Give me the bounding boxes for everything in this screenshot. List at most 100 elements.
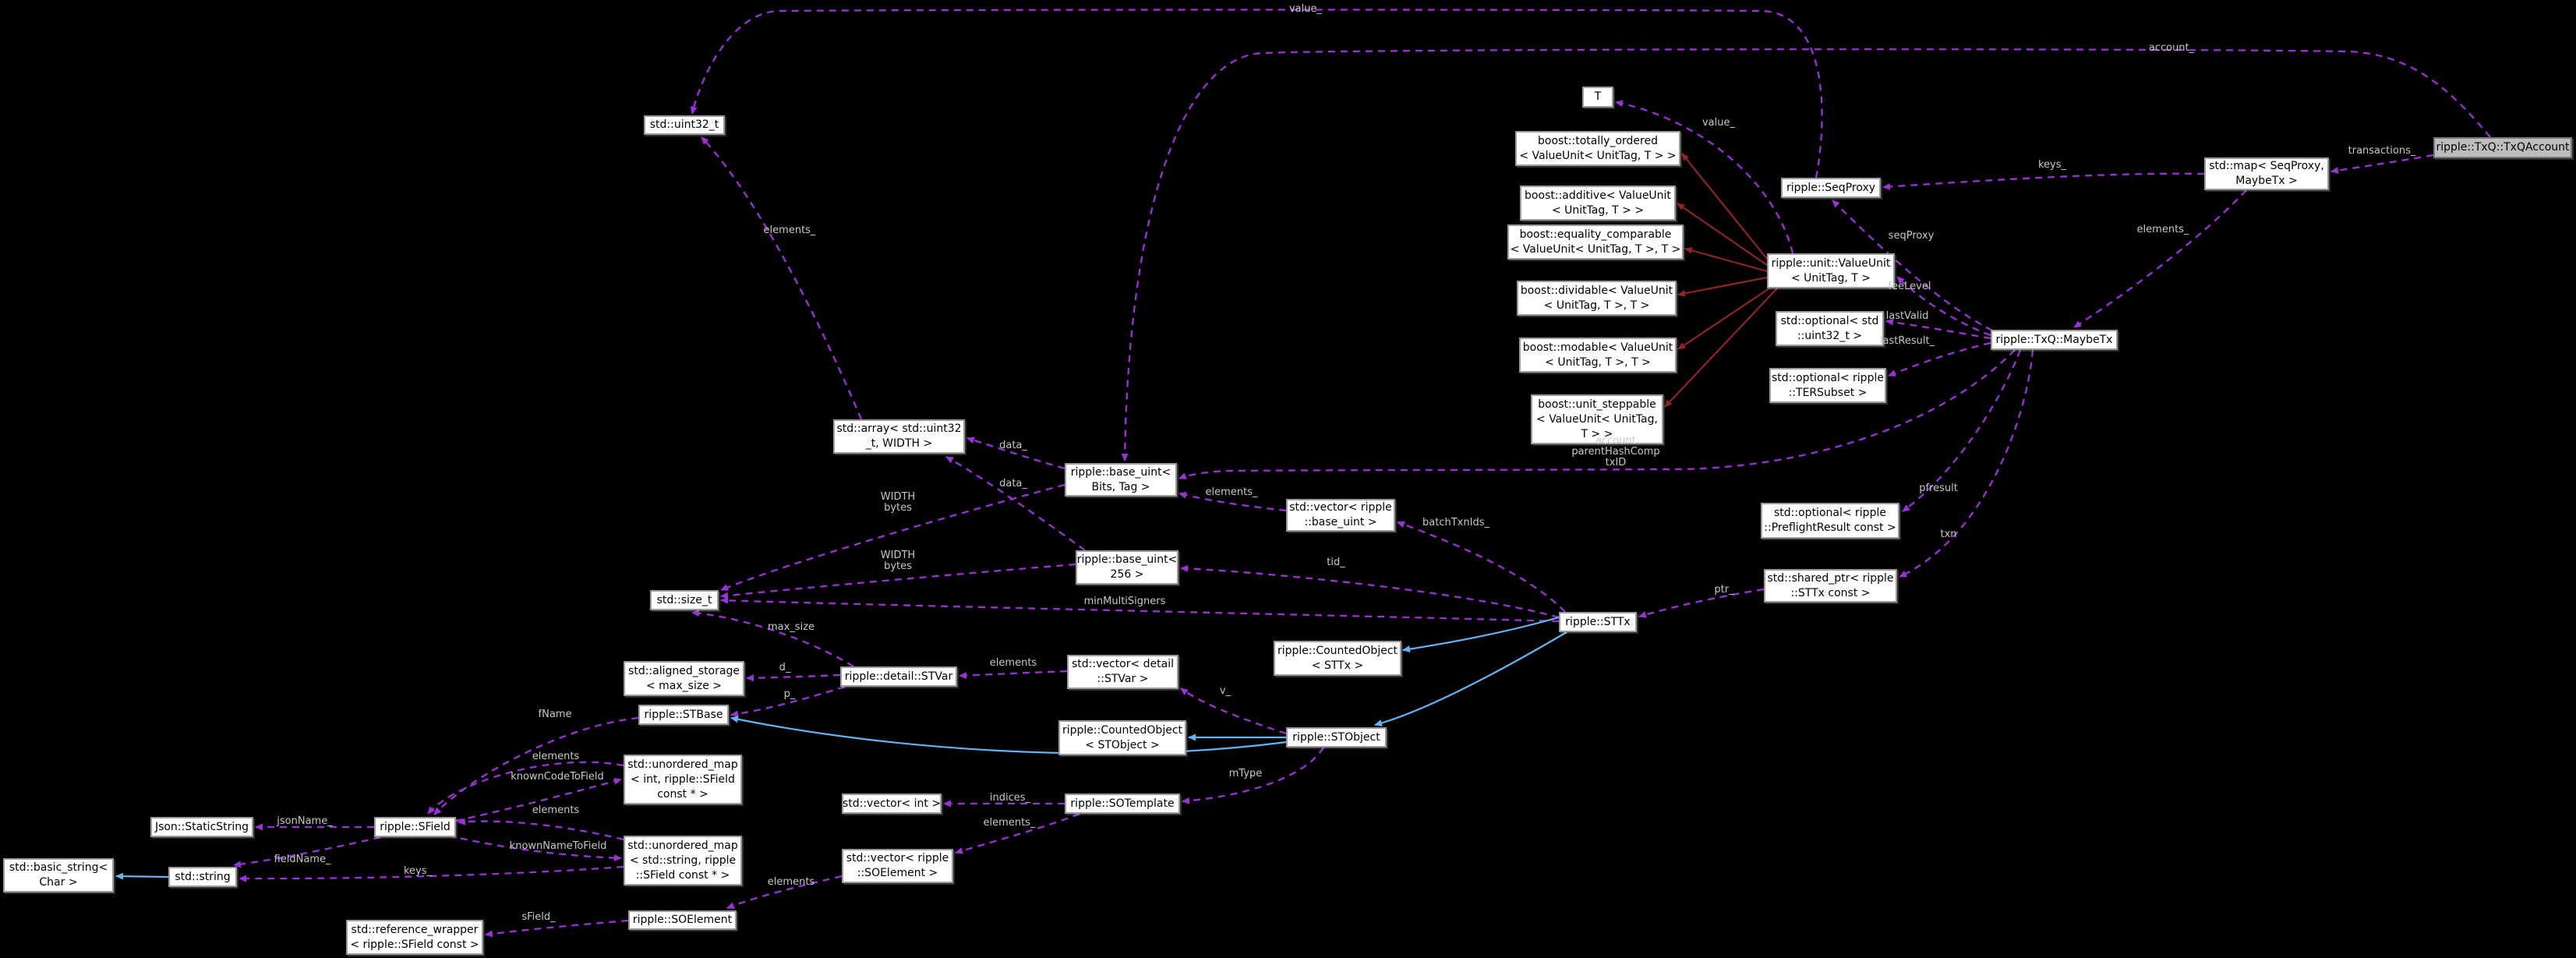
node-sotemplate[interactable]: ripple::SOTemplate	[1065, 794, 1180, 814]
node-sfield[interactable]: ripple::SField	[374, 817, 456, 837]
edge-label-line: knownCodeToField	[511, 771, 604, 783]
edge-valueunit-to-additive	[1677, 203, 1768, 266]
node-reference-wrapper[interactable]: std::reference_wrapper< ripple::SField c…	[346, 920, 483, 955]
node-modable[interactable]: boost::modable< ValueUnit< UnitTag, T >,…	[1519, 338, 1677, 373]
edge-label-line: feeLevel	[1888, 281, 1931, 292]
edge-label-line: elements	[532, 751, 580, 762]
edge-label-line: elements_	[763, 224, 816, 236]
node-modable-label-line: boost::modable< ValueUnit	[1522, 341, 1673, 354]
node-optional-uint32-label-line: ::uint32_t >	[1797, 329, 1863, 342]
node-array-uint32-label-line: std::array< std::uint32	[836, 422, 962, 435]
node-map-seqproxy-maybetx-label-line: MaybeTx >	[2235, 175, 2298, 187]
edge-map-seqproxy-maybetx-to-seqproxy-keys-	[1882, 172, 2205, 190]
node-std-string[interactable]: std::string	[168, 867, 237, 887]
edge-label-mType: mType	[1229, 769, 1263, 779]
node-size-t-label-line: std::size_t	[656, 593, 712, 606]
edge-base-uint-256-to-array-uint32-data-	[945, 455, 1086, 551]
node-vector-soelement[interactable]: std::vector< ripple::SOElement >	[842, 849, 953, 883]
node-base-uint-256[interactable]: ripple::base_uint<256 >	[1076, 550, 1178, 585]
node-dividable[interactable]: boost::dividable< ValueUnit< UnitTag, T …	[1517, 281, 1677, 316]
node-uint32-label-line: std::uint32_t	[649, 118, 719, 131]
node-uint32[interactable]: std::uint32_t	[644, 115, 725, 135]
edge-label-knownCodeToField: knownCodeToField	[511, 772, 604, 783]
edge-sttx-to-countedobject-sttx	[1402, 616, 1560, 653]
node-stvar[interactable]: ripple::detail::STVar	[840, 666, 957, 687]
node-valueunit[interactable]: ripple::unit::ValueUnit< UnitTag, T >	[1767, 253, 1895, 288]
node-umap-string-sfield[interactable]: std::unordered_map< std::string, ripple:…	[624, 836, 742, 886]
node-totally-ordered-label-line: boost::totally_ordered	[1538, 134, 1658, 147]
node-valueunit-label-line: ripple::unit::ValueUnit	[1771, 256, 1891, 270]
edge-seqproxy-to-uint32-value-	[690, 9, 1823, 179]
node-optional-uint32[interactable]: std::optional< std::uint32_t >	[1776, 311, 1884, 346]
node-umap-int-sfield-label-line: < int, ripple::SField	[631, 772, 735, 786]
node-size-t[interactable]: std::size_t	[650, 590, 719, 610]
edge-maybetx-to-shared-ptr-sttx-txn	[1899, 349, 2034, 578]
node-optional-preflightresult[interactable]: std::optional< ripple::PreflightResult c…	[1761, 503, 1899, 539]
node-array-uint32-label-line: _t, WIDTH >	[865, 437, 933, 450]
node-countedobject-stobject[interactable]: ripple::CountedObject< STObject >	[1058, 720, 1186, 755]
edge-stvar-to-size-t-max-size	[691, 610, 854, 667]
edge-label-line: keys_	[403, 865, 433, 877]
node-stobject-label-line: ripple::STObject	[1292, 730, 1380, 744]
node-vector-base-uint[interactable]: std::vector< ripple::base_uint >	[1286, 499, 1395, 532]
edge-maybetx-to-optional-tersubset-lastResult-	[1888, 341, 1991, 377]
node-dividable-label-line: < UnitTag, T >, T >	[1543, 299, 1650, 312]
node-seqproxy-label-line: ripple::SeqProxy	[1786, 181, 1876, 194]
node-soelement[interactable]: ripple::SOElement	[628, 910, 737, 930]
edge-label-line: pfresult	[1919, 483, 1958, 494]
node-totally-ordered[interactable]: boost::totally_ordered< ValueUnit< UnitT…	[1515, 131, 1680, 166]
edge-label-elements-: elements_	[764, 225, 816, 236]
edge-label-line: sField_	[521, 911, 556, 923]
node-equality-comparable[interactable]: boost::equality_comparable< ValueUnit< U…	[1507, 224, 1684, 260]
node-shared-ptr-sttx[interactable]: std::shared_ptr< ripple::STTx const >	[1764, 569, 1897, 603]
node-seqproxy[interactable]: ripple::SeqProxy	[1781, 178, 1881, 198]
node-sttx[interactable]: ripple::STTx	[1559, 612, 1637, 632]
edge-label-batchTxnIds-: batchTxnIds_	[1422, 518, 1489, 528]
edge-label-line: tid_	[1327, 557, 1345, 568]
node-txqaccount-label-line: ripple::TxQ::TxQAccount	[2436, 141, 2570, 154]
edge-label-jsonName-: jsonName_	[277, 816, 332, 827]
node-reference-wrapper-label-line: < ripple::SField const >	[350, 938, 479, 951]
node-stobject[interactable]: ripple::STObject	[1286, 727, 1387, 748]
edge-valueunit-to-t-value-	[1615, 100, 1794, 254]
node-vector-int[interactable]: std::vector< int >	[842, 794, 942, 814]
edge-maybetx-to-optional-preflightresult-pfresult	[1902, 349, 2022, 512]
node-vector-base-uint-label-line: ::base_uint >	[1304, 516, 1377, 528]
edge-label-elements: elements	[990, 658, 1037, 669]
edge-label-line: data_	[999, 440, 1027, 451]
node-t[interactable]: T	[1582, 87, 1613, 108]
edge-label-lastValid: lastValid	[1886, 311, 1929, 322]
edge-sttx-to-vector-base-uint-batchTxnIds-	[1397, 521, 1566, 613]
node-vector-stvar[interactable]: std::vector< detail::STVar >	[1067, 655, 1178, 689]
node-map-seqproxy-maybetx[interactable]: std::map< SeqProxy,MaybeTx >	[2204, 157, 2329, 190]
node-txqaccount[interactable]: ripple::TxQ::TxQAccount	[2433, 137, 2572, 158]
node-stbase[interactable]: ripple::STBase	[638, 705, 729, 725]
edge-label-line: max_size	[767, 621, 815, 633]
node-maybetx[interactable]: ripple::TxQ::MaybeTx	[1991, 330, 2118, 350]
node-stvar-label-line: ripple::detail::STVar	[844, 670, 953, 683]
node-staticstring[interactable]: Json::StaticString	[150, 817, 253, 837]
edge-map-seqproxy-maybetx-to-maybetx-elements-	[2073, 189, 2247, 328]
edge-maybetx-to-optional-uint32-lastValid	[1885, 318, 1991, 340]
node-basic-string[interactable]: std::basic_string<Char >	[3, 858, 114, 893]
edge-label-elements: elements	[768, 877, 814, 888]
node-base-uint[interactable]: ripple::base_uint<Bits, Tag >	[1065, 463, 1177, 497]
node-optional-tersubset[interactable]: std::optional< ripple::TERSubset >	[1769, 368, 1886, 403]
node-countedobject-sttx[interactable]: ripple::CountedObject< STTx >	[1274, 641, 1401, 676]
node-umap-int-sfield-label-line: const * >	[657, 787, 708, 801]
edge-label-elements-: elements_	[984, 818, 1036, 829]
edge-base-uint-to-size-t-WIDTH-bytes	[720, 483, 1065, 592]
edge-label-line: elements	[989, 657, 1037, 669]
node-unit-steppable-label-line: boost::unit_steppable	[1538, 398, 1656, 411]
edge-label-ptr-: ptr_	[1714, 585, 1733, 596]
edge-stobject-to-sotemplate-mType	[1182, 747, 1324, 804]
edge-vector-base-uint-to-base-uint-elements-	[1178, 491, 1287, 512]
node-reference-wrapper-label-line: std::reference_wrapper	[351, 923, 479, 936]
node-additive[interactable]: boost::additive< ValueUnit< UnitTag, T >…	[1520, 186, 1676, 221]
node-aligned-storage[interactable]: std::aligned_storage< max_size >	[624, 661, 744, 696]
edge-label-pfresult: pfresult	[1919, 483, 1958, 494]
node-array-uint32[interactable]: std::array< std::uint32_t, WIDTH >	[833, 419, 965, 454]
node-unit-steppable[interactable]: boost::unit_steppable< ValueUnit< UnitTa…	[1531, 394, 1663, 444]
